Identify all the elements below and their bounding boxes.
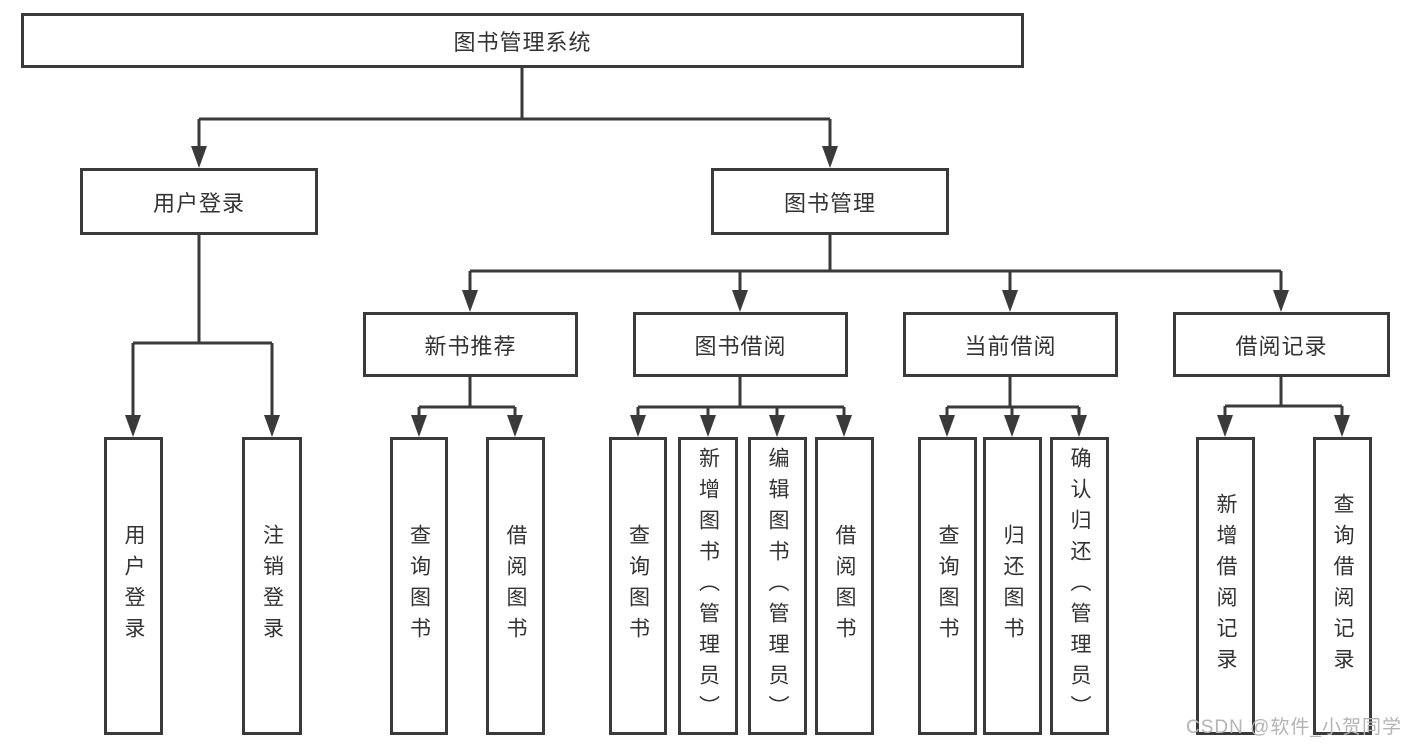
leaf-confirm-return-admin-label: 确认归还（管理员） — [1068, 446, 1091, 726]
node-book-borrowing: 图书借阅 — [633, 312, 848, 377]
leaf-add-borrow-record-label: 新增借阅记录 — [1214, 493, 1237, 679]
node-user-login: 用户登录 — [80, 168, 318, 235]
leaf-logout-label: 注销登录 — [260, 524, 284, 648]
leaf-add-books-admin-label: 新增图书（管理员） — [696, 446, 720, 726]
node-book-management-label: 图书管理 — [783, 190, 876, 216]
leaf-add-borrow-record: 新增借阅记录 — [1196, 437, 1255, 735]
leaf-borrow-books: 借阅图书 — [815, 437, 874, 735]
node-user-login-label: 用户登录 — [152, 190, 245, 216]
leaf-user-login-label: 用户登录 — [122, 524, 145, 648]
leaf-query-books-recommend: 查询图书 — [390, 437, 448, 735]
leaf-query-books-recommend-label: 查询图书 — [407, 524, 431, 648]
leaf-confirm-return-admin: 确认归还（管理员） — [1050, 437, 1109, 735]
leaf-query-borrow-record-label: 查询借阅记录 — [1331, 493, 1354, 679]
leaf-user-login: 用户登录 — [104, 437, 163, 735]
node-current-borrowing-label: 当前借阅 — [964, 333, 1057, 359]
node-borrowing-records: 借阅记录 — [1173, 312, 1390, 377]
node-library-system: 图书管理系统 — [21, 13, 1024, 68]
node-book-management: 图书管理 — [711, 168, 949, 235]
leaf-add-books-admin: 新增图书（管理员） — [678, 437, 738, 735]
leaf-query-borrow-record: 查询借阅记录 — [1313, 437, 1372, 735]
leaf-query-books-borrowing-label: 查询图书 — [626, 524, 650, 648]
leaf-return-books: 归还图书 — [983, 437, 1042, 735]
leaf-borrow-books-label: 借阅图书 — [833, 524, 856, 648]
leaf-return-books-label: 归还图书 — [1001, 524, 1024, 648]
leaf-edit-books-admin: 编辑图书（管理员） — [748, 437, 807, 735]
leaf-query-books-current-label: 查询图书 — [936, 524, 959, 648]
node-new-book-recommendation: 新书推荐 — [363, 312, 578, 377]
leaf-query-books-current: 查询图书 — [918, 437, 977, 735]
leaf-query-books-borrowing: 查询图书 — [609, 437, 667, 735]
node-library-system-label: 图书管理系统 — [453, 29, 592, 55]
leaf-logout: 注销登录 — [242, 437, 302, 735]
node-borrowing-records-label: 借阅记录 — [1235, 333, 1328, 359]
node-current-borrowing: 当前借阅 — [903, 312, 1118, 377]
leaf-borrow-books-recommend-label: 借阅图书 — [504, 524, 527, 648]
node-new-book-recommendation-label: 新书推荐 — [424, 333, 517, 359]
csdn-watermark: CSDN @软件_小贺同学 — [1186, 717, 1402, 738]
node-book-borrowing-label: 图书借阅 — [694, 333, 787, 359]
leaf-edit-books-admin-label: 编辑图书（管理员） — [766, 446, 789, 726]
leaf-borrow-books-recommend: 借阅图书 — [486, 437, 545, 735]
